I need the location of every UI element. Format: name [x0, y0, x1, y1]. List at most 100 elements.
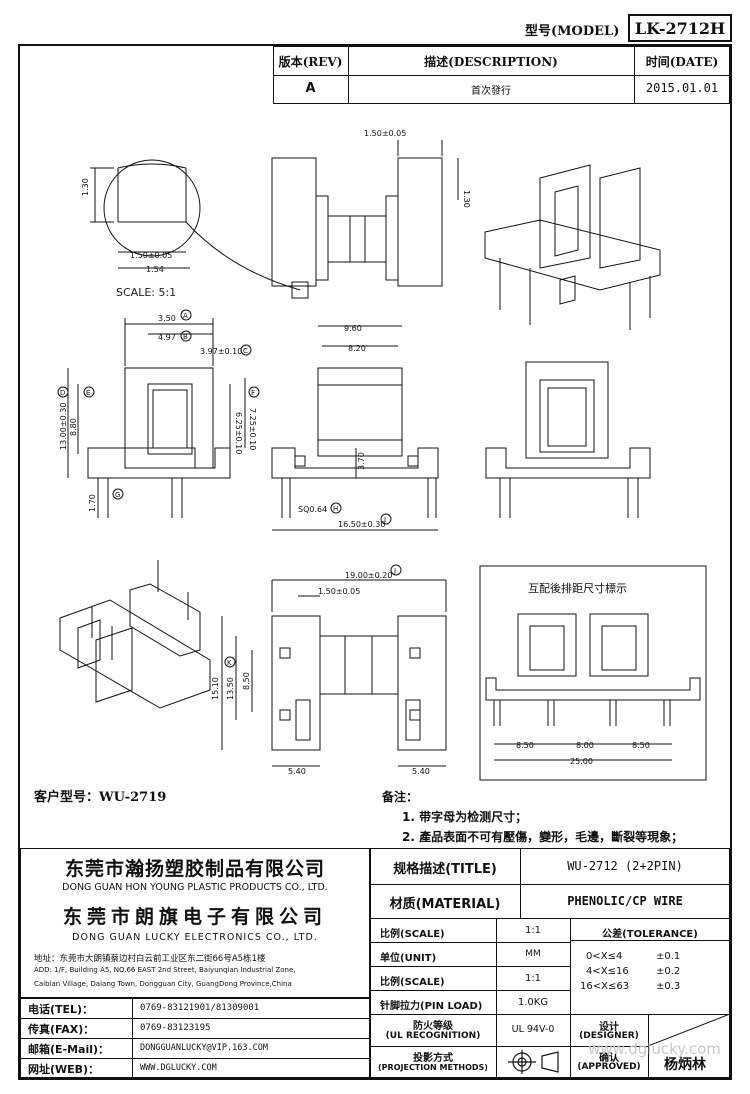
dim-725: 7.25±0.10: [248, 408, 257, 450]
company-block: [20, 848, 370, 998]
tol-mark-b: B: [183, 333, 188, 341]
dim-350: 3.50: [158, 314, 176, 323]
company-address-en-1: ADD: 1/F, Building A5, NO.66 EAST 2nd St…: [34, 966, 296, 974]
web-value[interactable]: WWW.DGLUCKY.COM: [140, 1063, 217, 1073]
customer-model: 客户型号：WU-2719: [34, 790, 167, 805]
inspection-marks: [57, 309, 402, 668]
watermark: www.dglucky.com: [588, 1040, 721, 1058]
company-cn-2: 东莞市朗旗电子有限公司: [62, 906, 327, 928]
tol-range-3: 16<X≤63: [580, 981, 630, 992]
web-label: 网址(WEB)：: [28, 1063, 100, 1076]
inset-d1: 8.50: [516, 741, 534, 750]
note-2: 2. 產品表面不可有壓傷，變形，毛邊，斷裂等現象；: [402, 830, 684, 844]
inset-d2: 8.00: [576, 741, 594, 750]
tolerance-header: 公差(TOLERANCE): [602, 929, 698, 940]
scale2-label: 比例(SCALE): [380, 977, 445, 988]
dim-960: 9.60: [344, 324, 362, 333]
tol-value-1: ±0.1: [656, 951, 681, 962]
front-view-mid: [67, 318, 246, 518]
unit-label: 单位(UNIT): [380, 953, 437, 964]
dim-150b: 1.50±0.05: [318, 587, 360, 596]
inset-title: 互配後排距尺寸標示: [528, 582, 627, 595]
scale2-value: 1:1: [524, 973, 542, 984]
model-box: LK-2712H: [628, 14, 732, 42]
isometric-view-bottom: [59, 560, 211, 709]
rev-header: 版本(REV): [278, 55, 343, 69]
approved-label-2: (APPROVED): [577, 1062, 641, 1072]
note-1: 1. 带字母为检测尺寸；: [402, 810, 528, 824]
company-cn-1: 东莞市瀚扬塑胶制品有限公司: [64, 858, 325, 880]
company-address-cn: 地址：东莞市大朗镇蔡边村白云前工业区东二街66号A5栋1楼: [34, 954, 266, 964]
desc-header: 描述(DESCRIPTION): [424, 55, 558, 69]
detail-view: [90, 159, 309, 299]
dim-1510: 15.10: [211, 677, 220, 700]
projection-symbol-icon: [508, 1050, 559, 1074]
tol-mark-d: D: [60, 389, 65, 397]
dim-1350: 13.50: [226, 677, 235, 700]
tol-mark-a: A: [183, 312, 188, 320]
ul-label-1: 防火等级: [413, 1021, 453, 1032]
mail-value[interactable]: DONGGUANLUCKY@VIP.163.COM: [140, 1043, 268, 1053]
desc-value: 首次發行: [471, 86, 511, 97]
inset-d3: 8.50: [632, 741, 650, 750]
title-label: 规格描述(TITLE): [393, 862, 497, 877]
pin-load-label: 针脚拉力(PIN LOAD): [380, 1001, 483, 1012]
designer-label-2: (DESIGNER): [579, 1031, 639, 1041]
ul-value: UL 94V-0: [511, 1024, 555, 1035]
fax-value: 0769-83123195: [140, 1023, 211, 1033]
dim-625: 6.25±0.10: [234, 412, 243, 454]
right-view-mid: [485, 361, 651, 518]
designer-slash: [648, 1014, 730, 1046]
drawing-frame: [18, 44, 732, 1080]
tol-range-2: 4<X≤16: [586, 966, 629, 977]
tol-mark-h: H: [333, 505, 338, 513]
tol-mark-k: K: [227, 659, 232, 667]
title-value: WU-2712 (2+2PIN): [567, 859, 683, 873]
date-value: 2015.01.01: [645, 81, 719, 95]
dim-1900: 19.00±0.20: [345, 571, 392, 580]
material-value: PHENOLIC/CP WIRE: [567, 894, 683, 908]
mail-label: 邮箱(E-Mail)：: [28, 1043, 110, 1056]
approved-label-1: 确认: [599, 1053, 619, 1064]
tol-mark-c: C: [243, 347, 248, 355]
dim-370: 3.70: [357, 452, 366, 470]
tol-value-2: ±0.2: [656, 966, 681, 977]
unit-value: MM: [525, 949, 541, 959]
dim-850: 8.50: [242, 672, 251, 690]
approver-name: 杨炳林: [664, 1057, 706, 1073]
dim-sq: SQ0.64: [298, 505, 327, 514]
model-value: LK-2712H: [634, 19, 726, 38]
tol-mark-j: J: [393, 567, 396, 575]
top-view-bottom: [221, 579, 447, 767]
proj-label-1: 投影方式: [413, 1053, 453, 1064]
isometric-view-top: [484, 164, 661, 330]
dim-left-1: 1.30: [81, 178, 90, 196]
company-en-2: DONG GUAN LUCKY ELECTRONICS CO., LTD.: [72, 932, 318, 943]
tol-mark-g: G: [115, 491, 120, 499]
dim-1300: 13.00±0.30: [59, 403, 68, 450]
front-view-top: [271, 140, 459, 287]
dim-820: 8.20: [348, 344, 366, 353]
company-address-en-2: Caibian Village, Dalang Town, Dongguan C…: [34, 980, 292, 988]
company-en-1: DONG GUAN HON YOUNG PLASTIC PRODUCTS CO.…: [62, 882, 328, 893]
tel-label: 电话(TEL)：: [28, 1003, 94, 1016]
dim-397: 3.97±0.10: [200, 347, 242, 356]
designer-label-1: 设计: [599, 1022, 619, 1033]
dim-detail-w2: 1.54: [146, 265, 164, 274]
notes-title: 备注：: [382, 790, 419, 804]
spec-block: [370, 848, 730, 1078]
side-view-mid: [271, 325, 439, 531]
inset-frame: [479, 565, 707, 781]
inset-total: 25.00: [570, 757, 593, 766]
proj-label-2: (PROJECTION METHODS): [378, 1063, 488, 1072]
tel-value: 0769-83121901/81309001: [140, 1003, 260, 1013]
dim-detail-w: 1.50±0.05: [130, 251, 172, 260]
tol-value-3: ±0.3: [656, 981, 681, 992]
date-header: 时间(DATE): [645, 55, 719, 69]
material-label: 材质(MATERIAL): [389, 897, 501, 912]
tol-mark-f: F: [251, 389, 255, 397]
technical-drawing: 1.30 1.50±0.05 1.54 1.50±0.05 1.30: [57, 129, 707, 781]
dim-1650: 16.50±0.30: [338, 520, 385, 529]
dim-880: 8.80: [69, 418, 78, 436]
scale-label: 比例(SCALE): [380, 929, 445, 940]
